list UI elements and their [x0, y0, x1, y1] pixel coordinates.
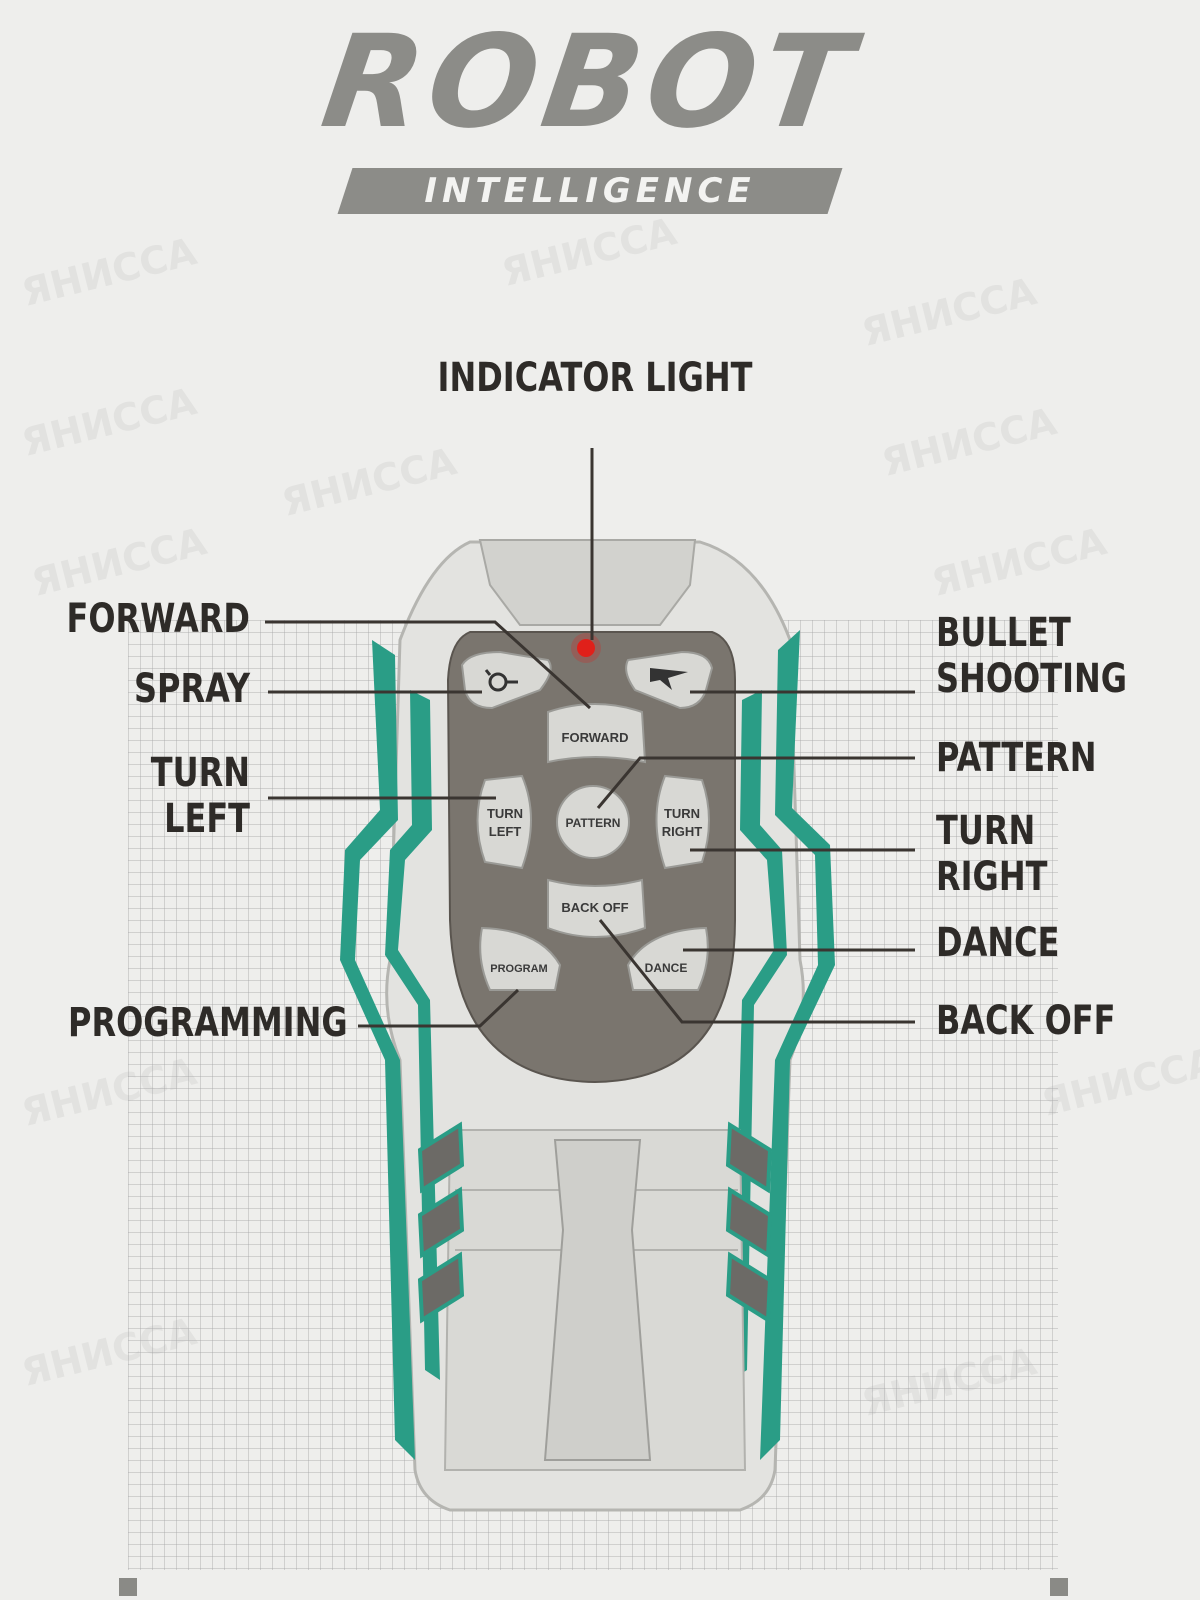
- program-button[interactable]: PROGRAM: [479, 926, 562, 991]
- logo-subtitle: INTELLIGENCE: [424, 171, 756, 211]
- teal-accent-left: [340, 640, 415, 1460]
- bullet-shooting-button[interactable]: [625, 650, 714, 710]
- handle-grip: [543, 1139, 652, 1461]
- dance-button[interactable]: DANCE: [626, 926, 709, 991]
- logo: ROBOT INTELLIGENCE: [205, 8, 975, 214]
- turn-left-label-line2: LEFT: [489, 824, 522, 839]
- label-spray: SPRAY: [133, 666, 250, 712]
- label-turn-left: TURN LEFT: [150, 750, 250, 842]
- indicator-glow: [571, 633, 601, 663]
- teal-accent-left-inner: [385, 690, 440, 1380]
- label-programming: PROGRAMMING: [68, 1000, 348, 1046]
- label-dance: DANCE: [936, 920, 1060, 966]
- spray-button[interactable]: [460, 650, 552, 710]
- pattern-button[interactable]: PATTERN: [556, 785, 630, 859]
- indicator-light: [577, 639, 595, 657]
- leader-back-off: [598, 919, 915, 1024]
- spray-icon: [484, 669, 518, 692]
- teal-accent-right: [760, 630, 835, 1460]
- label-forward: FORWARD: [66, 596, 251, 642]
- forward-button[interactable]: FORWARD: [547, 703, 647, 764]
- vent-slots-right: [725, 1121, 773, 1324]
- vent-slots-left: [417, 1121, 465, 1324]
- label-bullet-shooting: BULLET SHOOTING: [936, 610, 1128, 702]
- turn-right-label-line2: RIGHT: [662, 824, 703, 839]
- turn-right-button[interactable]: TURN RIGHT: [655, 774, 710, 870]
- back-off-button-label: BACK OFF: [561, 900, 628, 915]
- forward-button-label: FORWARD: [562, 730, 629, 745]
- leader-programming: [358, 988, 520, 1028]
- turn-left-label-line1: TURN: [487, 806, 523, 821]
- leader-pattern: [596, 756, 915, 809]
- back-off-button[interactable]: BACK OFF: [547, 878, 647, 938]
- leader-lines: [265, 448, 915, 1028]
- corner-mark-bottom-left: [119, 1578, 137, 1596]
- pattern-button-label: PATTERN: [566, 816, 621, 830]
- label-turn-right: TURN RIGHT: [936, 808, 1048, 900]
- dance-button-label: DANCE: [645, 961, 688, 975]
- corner-mark-bottom-right: [1050, 1578, 1068, 1596]
- program-button-label: PROGRAM: [490, 963, 547, 975]
- leader-forward: [265, 620, 592, 710]
- turn-right-label-line1: TURN: [664, 806, 700, 821]
- bullet-icon: [650, 668, 688, 690]
- label-pattern: PATTERN: [936, 735, 1097, 781]
- label-indicator-light: INDICATOR LIGHT: [437, 355, 753, 401]
- turn-left-button[interactable]: TURN LEFT: [476, 774, 532, 870]
- label-back-off: BACK OFF: [936, 998, 1116, 1044]
- remote-top-bevel: [478, 539, 697, 626]
